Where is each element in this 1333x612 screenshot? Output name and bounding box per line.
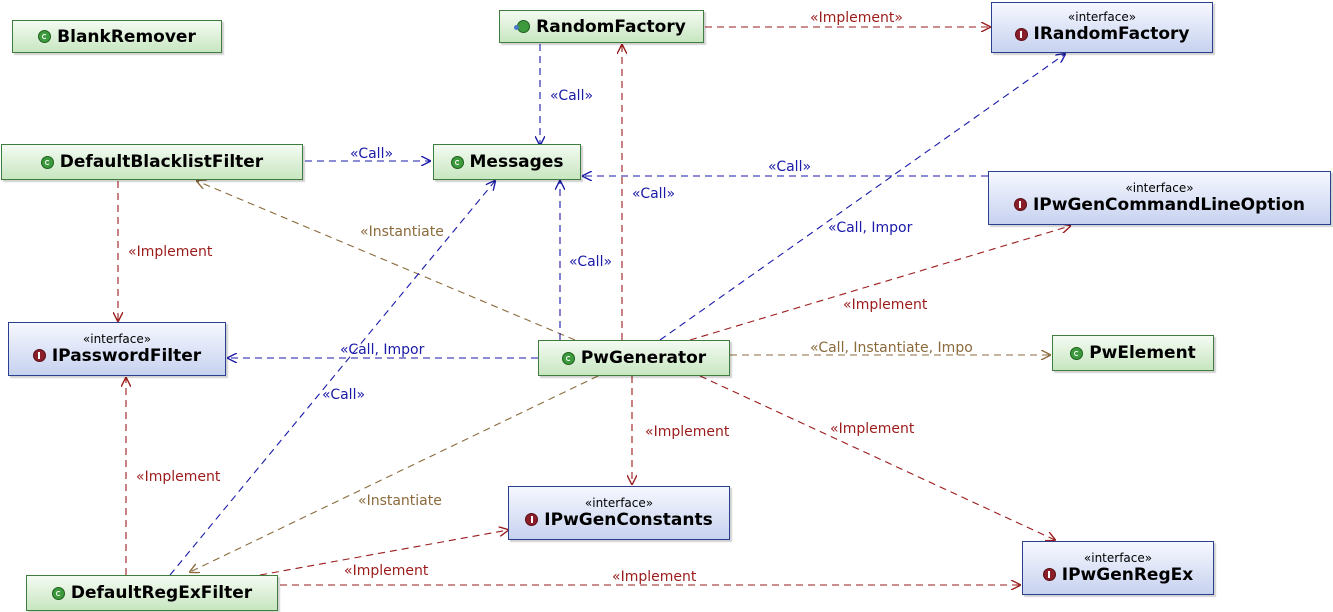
node-name: PwElement	[1089, 343, 1196, 363]
node-name: IRandomFactory	[1033, 24, 1190, 44]
node-name: BlankRemover	[57, 26, 196, 47]
edge-label-drf-ipre: «Implement	[612, 569, 697, 585]
node-ipassword-filter[interactable]: «interface» IPasswordFilter	[8, 322, 226, 376]
class-icon	[1070, 346, 1084, 360]
stereotype-label: «interface»	[1067, 10, 1137, 24]
node-name: IPwGenConstants	[544, 509, 713, 530]
node-messages[interactable]: Messages	[433, 144, 581, 180]
node-name: Messages	[469, 152, 564, 172]
edge-label-pw-ipf: «Call, Impor	[340, 342, 425, 358]
edge-label-dbf-msg: «Call»	[350, 146, 394, 162]
edge-label-pw-irf: «Call, Impor	[828, 220, 913, 236]
edge-pw-irf	[659, 54, 1065, 341]
node-default-regex-filter[interactable]: DefaultRegExFilter	[26, 575, 278, 611]
edge-label-pw-pwe: «Call, Instantiate, Impo	[810, 340, 973, 356]
interface-icon	[1042, 568, 1056, 581]
node-ipwgen-constants[interactable]: «interface» IPwGenConstants	[508, 486, 730, 540]
node-ipwgen-command-line-option[interactable]: «interface» IPwGenCommandLineOption	[988, 171, 1331, 225]
edge-label-ipcl-msg: «Call»	[768, 159, 812, 175]
node-default-blacklist-filter[interactable]: DefaultBlacklistFilter	[1, 144, 303, 180]
stereotype-label: «interface»	[1083, 550, 1153, 565]
node-name: PwGenerator	[580, 348, 707, 368]
interface-icon	[525, 513, 539, 526]
interface-icon	[1014, 27, 1028, 41]
node-name: IPasswordFilter	[51, 345, 202, 366]
edge-pw-ipcl	[689, 226, 1070, 341]
edge-label-drf-msg: «Call»	[322, 387, 366, 403]
node-irandom-factory[interactable]: «interface» IRandomFactory	[991, 2, 1213, 53]
edge-label-pw-rf: «Call»	[632, 186, 676, 202]
edge-label-rf-irf: «Implement»	[810, 10, 903, 26]
edge-label-pw-drf: «Instantiate	[358, 493, 442, 509]
abstract-class-icon	[514, 20, 531, 33]
edge-drf-msg	[169, 181, 495, 576]
edge-label-pw-msg: «Call»	[569, 254, 613, 270]
node-ipwgen-regex[interactable]: «interface» IPwGenRegEx	[1022, 541, 1214, 595]
edge-label-pw-ipre: «Implement	[830, 421, 915, 437]
class-icon	[51, 586, 65, 600]
stereotype-label: «interface»	[584, 495, 654, 510]
node-name: IPwGenCommandLineOption	[1032, 194, 1306, 215]
node-pw-element[interactable]: PwElement	[1052, 335, 1214, 371]
edge-pw-drf	[190, 375, 599, 572]
node-pw-generator[interactable]: PwGenerator	[538, 340, 730, 376]
edge-pw-ipre	[699, 375, 1055, 540]
interface-icon	[1013, 198, 1027, 211]
edge-pw-dbf	[197, 181, 576, 341]
node-random-factory[interactable]: RandomFactory	[499, 10, 704, 43]
edge-label-dbf-ipf: «Implement	[128, 244, 213, 260]
edge-label-pw-ipcl: «Implement	[843, 297, 928, 313]
node-name: DefaultRegExFilter	[70, 583, 253, 603]
stereotype-label: «interface»	[1125, 180, 1194, 195]
class-icon	[38, 30, 52, 43]
edge-drf-ipc	[259, 530, 508, 576]
edge-label-pw-ipc: «Implement	[645, 424, 730, 440]
node-blank-remover[interactable]: BlankRemover	[12, 20, 222, 53]
node-name: IPwGenRegEx	[1061, 564, 1194, 585]
node-name: DefaultBlacklistFilter	[59, 152, 264, 172]
class-icon	[561, 351, 575, 365]
stereotype-label: «interface»	[82, 331, 152, 346]
edge-label-pw-dbf: «Instantiate	[360, 224, 444, 240]
edge-label-drf-ipc: «Implement	[344, 563, 429, 579]
interface-icon	[32, 349, 46, 362]
class-icon	[450, 155, 464, 169]
edge-label-drf-ipf: «Implement	[136, 469, 221, 485]
class-icon	[40, 155, 54, 169]
edge-label-rf-msg: «Call»	[550, 88, 594, 104]
node-name: RandomFactory	[536, 16, 686, 37]
